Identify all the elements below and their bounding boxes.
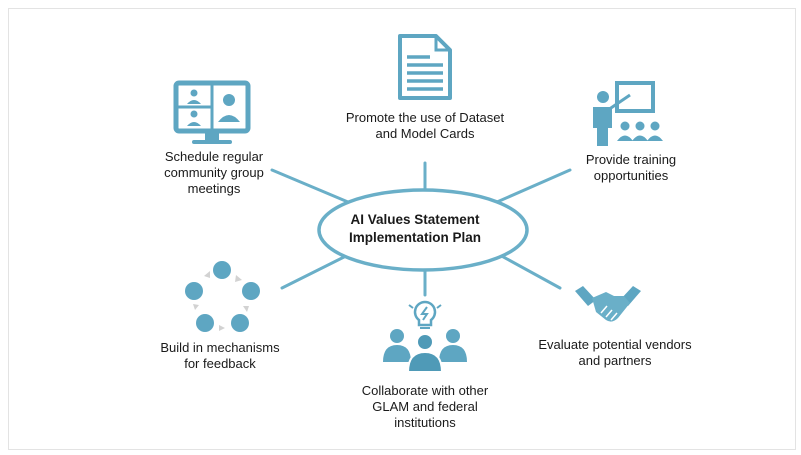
center-title: AI Values Statement Implementation Plan	[348, 212, 482, 245]
handshake-icon	[575, 286, 641, 322]
node-label-meetings: Schedule regular community group meeting…	[164, 149, 264, 196]
spoke-top-left	[270, 168, 350, 204]
spoke-lines	[270, 161, 572, 297]
spoke-bottom-right	[496, 252, 562, 290]
spoke-top-right	[495, 168, 572, 204]
node-label-vendors: Evaluate potential vendors and partners	[538, 337, 692, 368]
document-icon	[398, 34, 452, 100]
node-label-training: Provide training opportunities	[585, 152, 677, 183]
center-ellipse	[317, 188, 529, 272]
node-label-cards: Promote the use of Dataset and Model Car…	[345, 110, 505, 141]
node-label-feedback: Build in mechanisms for feedback	[160, 340, 280, 371]
feedback-cycle-icon	[185, 261, 260, 332]
team-idea-icon	[383, 300, 467, 373]
node-label-collaborate: Collaborate with other GLAM and federal …	[361, 383, 489, 430]
presenter-icon	[593, 81, 663, 146]
spoke-bottom-left	[280, 252, 352, 290]
video-conference-icon	[173, 80, 251, 144]
